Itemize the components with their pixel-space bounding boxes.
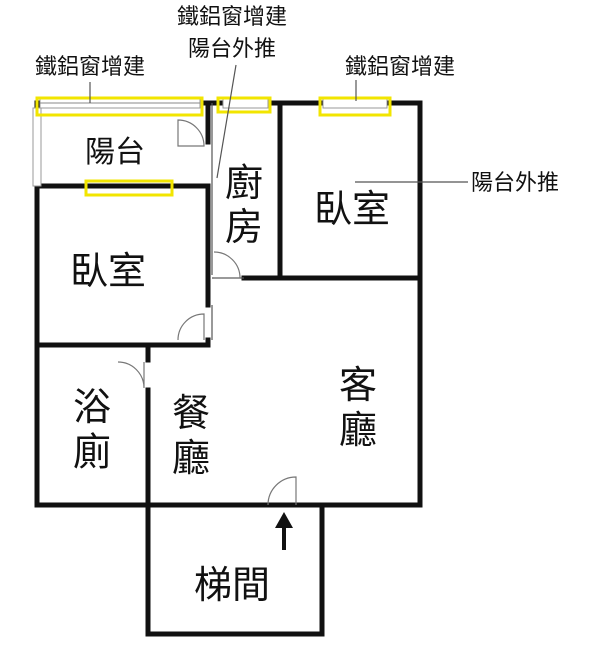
room-bathroom-line1: 浴 (73, 385, 111, 429)
room-bedroom-right: 臥室 (314, 187, 390, 231)
room-bedroom-left: 臥室 (70, 249, 146, 293)
entrance-door (267, 476, 297, 506)
annotation-right: 陽台外推 (471, 171, 559, 196)
balcony-side-window (32, 107, 42, 187)
annotation-top-center-line1: 鐵鋁窗增建 (177, 5, 287, 30)
annotation-top-center-line2: 陽台外推 (188, 37, 276, 62)
room-living-line1: 客 (339, 363, 377, 407)
annotations: 鐵鋁窗增建 鐵鋁窗增建 陽台外推 鐵鋁窗增建 陽台外推 (35, 5, 559, 196)
bedroom-door (177, 313, 205, 341)
highlights (35, 96, 392, 197)
leader-lines (89, 64, 468, 183)
stair-hall-wall (145, 502, 325, 637)
room-dining-line2: 廳 (172, 436, 210, 480)
walls (34, 100, 423, 637)
doors (117, 119, 297, 506)
balcony-door (177, 119, 205, 147)
room-kitchen-line2: 房 (225, 205, 263, 249)
outer-wall (34, 100, 423, 508)
room-bathroom-line2: 廁 (73, 430, 111, 474)
leader-top-center (216, 64, 237, 179)
bathroom-door (117, 361, 145, 389)
highlight-balcony-window (35, 96, 204, 117)
room-living-line2: 廳 (339, 408, 377, 452)
room-balcony: 陽台 (85, 135, 145, 170)
highlight-bedroom-window (318, 96, 392, 117)
highlight-balcony-divider (84, 179, 174, 197)
room-stair: 梯間 (194, 563, 270, 607)
room-kitchen-line1: 廚 (225, 161, 263, 205)
entrance-arrow (275, 512, 293, 550)
room-labels: 陽台 廚 房 臥室 臥室 浴 廁 餐 廳 客 廳 梯間 (70, 135, 390, 607)
annotation-top-right: 鐵鋁窗增建 (345, 55, 455, 80)
annotation-top-left: 鐵鋁窗增建 (35, 55, 145, 80)
kitchen-door (213, 251, 241, 279)
room-dining-line1: 餐 (172, 391, 210, 435)
highlight-kitchen-window (216, 96, 272, 114)
